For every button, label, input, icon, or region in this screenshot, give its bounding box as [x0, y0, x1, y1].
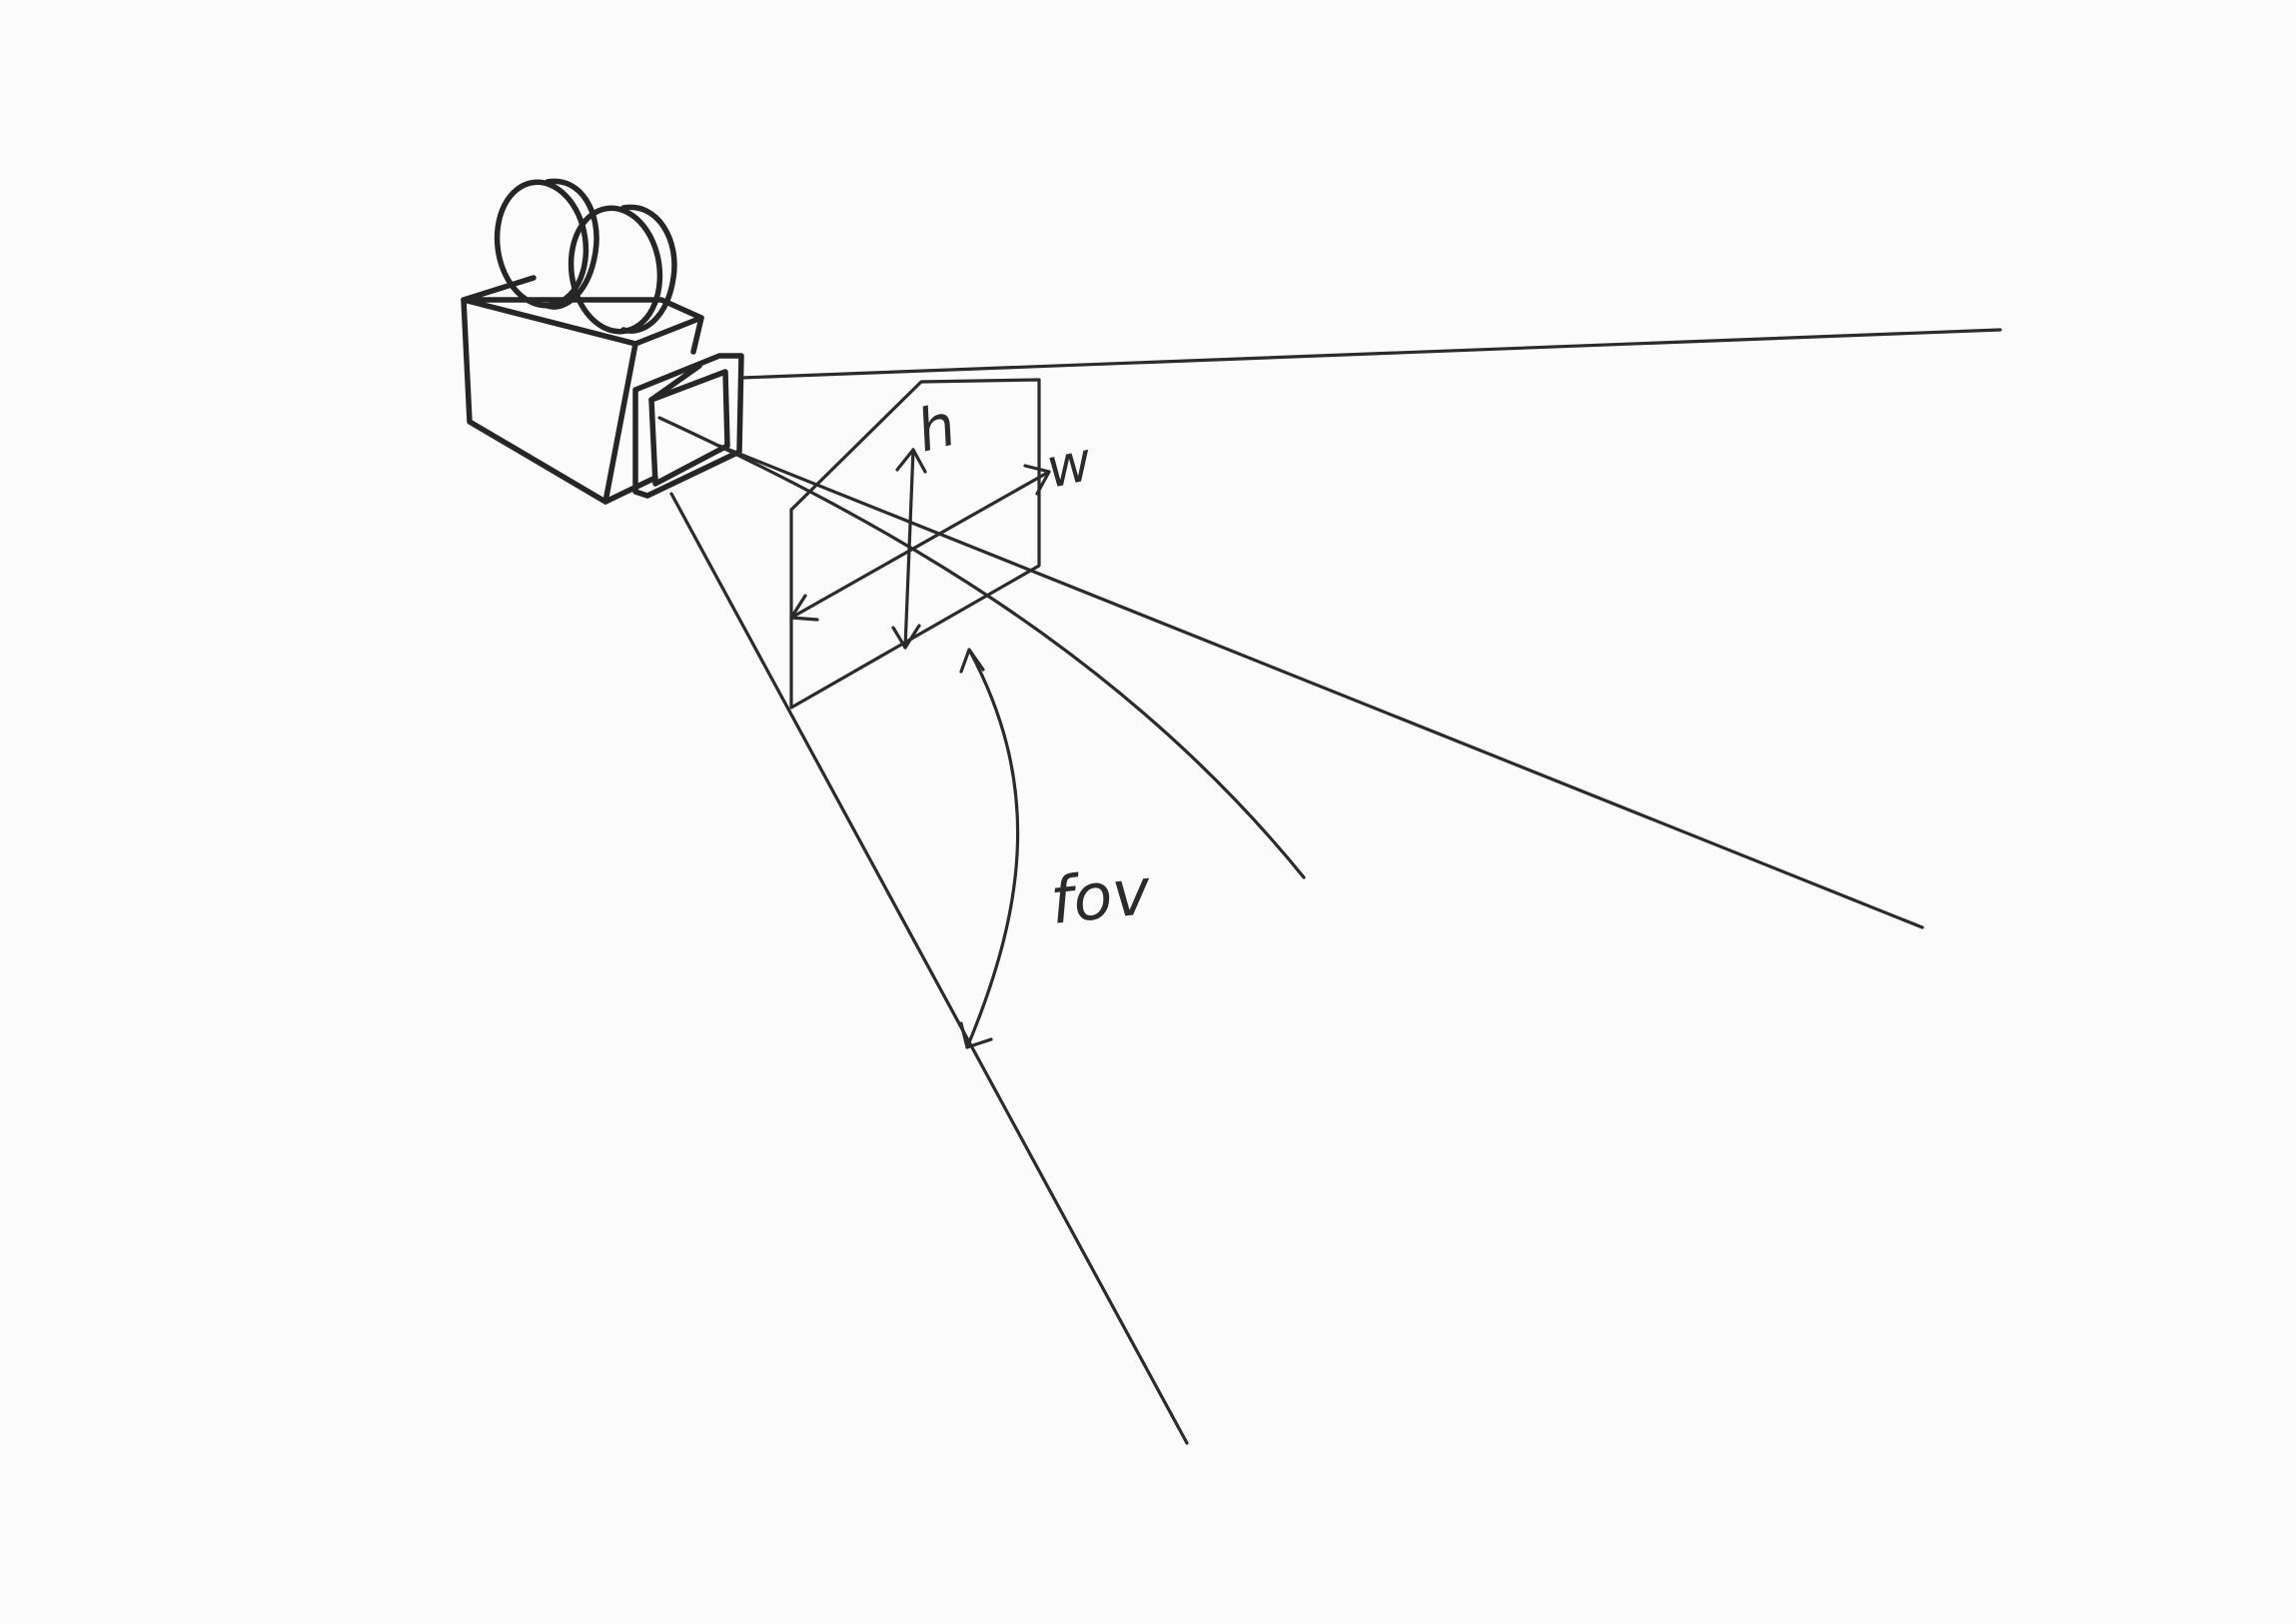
height-arrow: [893, 450, 925, 648]
height-label: h: [910, 391, 962, 466]
image-plane: [791, 380, 1039, 708]
fov-arc: [961, 650, 1018, 1047]
frustum-ray-right: [719, 446, 1922, 927]
movie-camera-icon: [464, 176, 741, 502]
frustum-ray-bottom: [671, 494, 1187, 1443]
width-label: w: [1041, 430, 1098, 501]
fov-label: fov: [1047, 855, 1155, 939]
frustum-ray-top: [741, 330, 2000, 378]
